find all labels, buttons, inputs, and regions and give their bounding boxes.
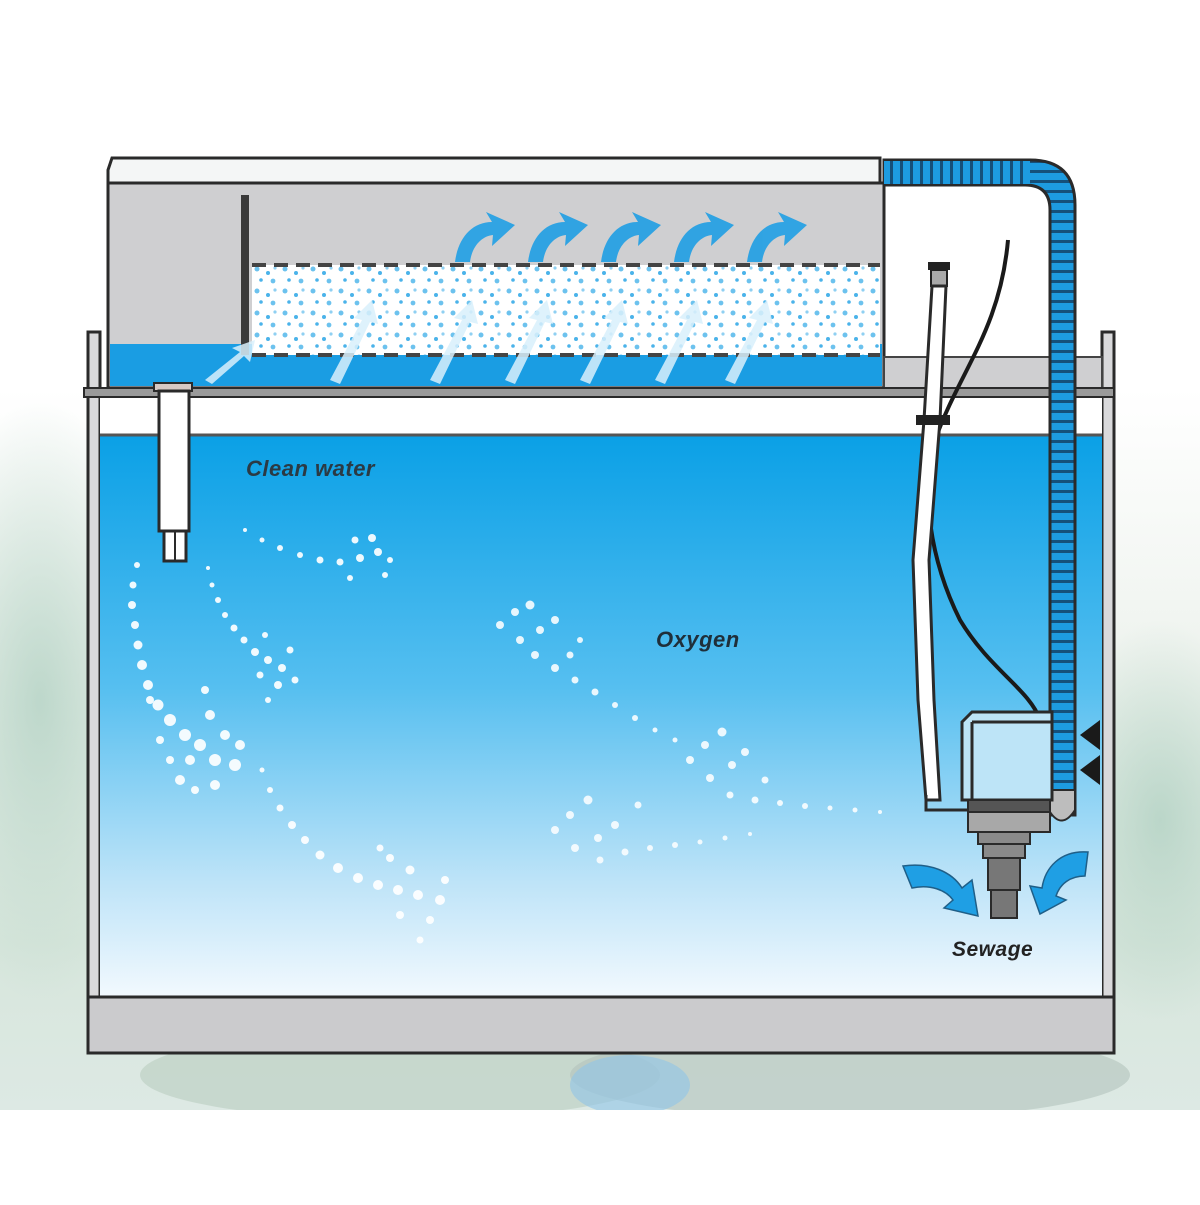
label-clean-water: Clean water [246, 456, 375, 481]
label-oxygen: Oxygen [656, 627, 740, 652]
drip-arrows [205, 300, 773, 384]
sewage-arrows [901, 851, 1089, 917]
submersible-pump [960, 710, 1100, 833]
filter-flow-arrows [455, 212, 807, 262]
suction-cup-lower [1080, 755, 1100, 785]
label-sewage: Sewage [952, 938, 1034, 961]
corrugated-outlet-hose [882, 158, 1077, 822]
outflow-spout [153, 382, 193, 563]
tank-water [100, 435, 1102, 997]
oxygen-bubble-arrows [128, 528, 882, 944]
pump-intake [977, 831, 1031, 919]
tank-base [86, 995, 1116, 1055]
suction-cup-upper [1080, 720, 1100, 750]
air-tube [911, 262, 975, 812]
filter-sponge-media [252, 263, 880, 357]
